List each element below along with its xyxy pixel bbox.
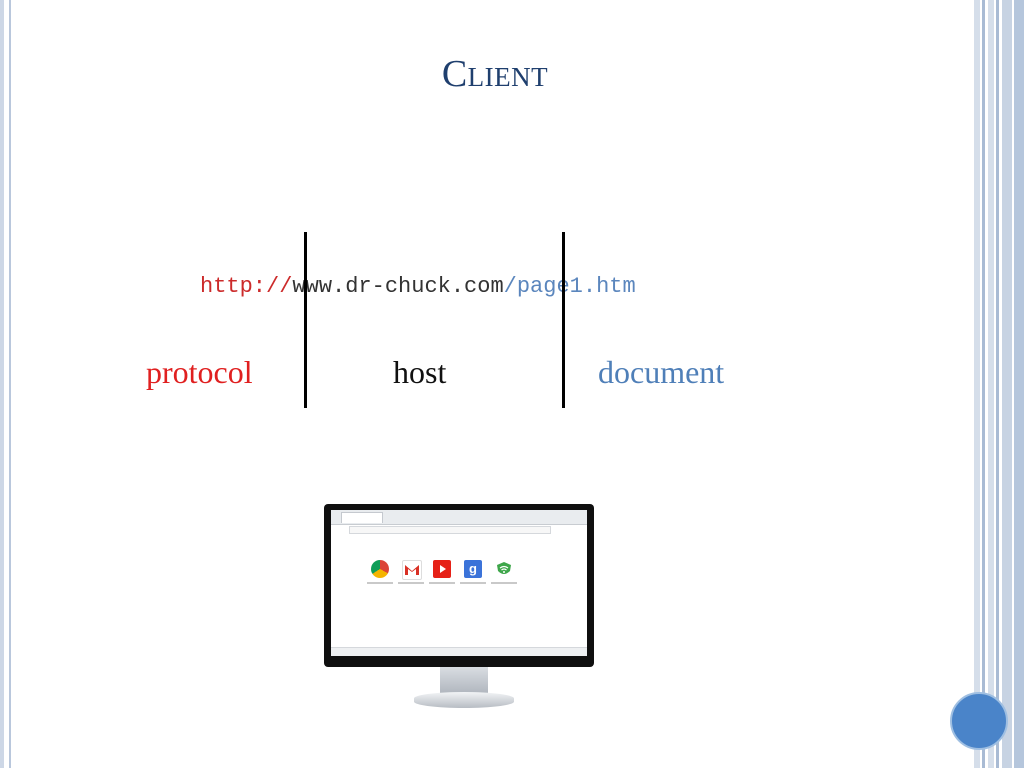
browser-monitor-icon: g bbox=[331, 510, 587, 656]
url-example: http://www.dr-chuck.com/page1.htm bbox=[200, 274, 636, 299]
monitor-base bbox=[414, 692, 514, 708]
browser-tab bbox=[341, 512, 383, 523]
right-decorative-stripes bbox=[974, 0, 1024, 768]
monitor-stand bbox=[440, 667, 488, 695]
url-protocol-part: http:// bbox=[200, 274, 293, 299]
left-decorative-border bbox=[0, 0, 4, 768]
google-search-icon: g bbox=[464, 560, 482, 578]
divider-host-document bbox=[562, 232, 565, 408]
label-document: document bbox=[598, 354, 725, 390]
browser-status-bar bbox=[331, 647, 587, 656]
browser-chrome bbox=[331, 510, 587, 525]
url-document-part: /page1.htm bbox=[503, 274, 636, 299]
youtube-icon bbox=[433, 560, 451, 578]
divider-protocol-host bbox=[304, 232, 307, 408]
label-protocol: protocol bbox=[146, 354, 253, 390]
label-host: host bbox=[393, 354, 447, 390]
gmail-icon bbox=[402, 560, 422, 580]
slide-nav-circle[interactable] bbox=[950, 692, 1008, 750]
page-title: Client bbox=[441, 53, 549, 95]
url-host-part: www.dr-chuck.com bbox=[292, 274, 504, 299]
left-decorative-border-inner bbox=[9, 0, 11, 768]
chrome-store-icon bbox=[371, 560, 389, 578]
browser-address-bar bbox=[349, 526, 551, 534]
wifi-shield-icon bbox=[495, 560, 513, 578]
